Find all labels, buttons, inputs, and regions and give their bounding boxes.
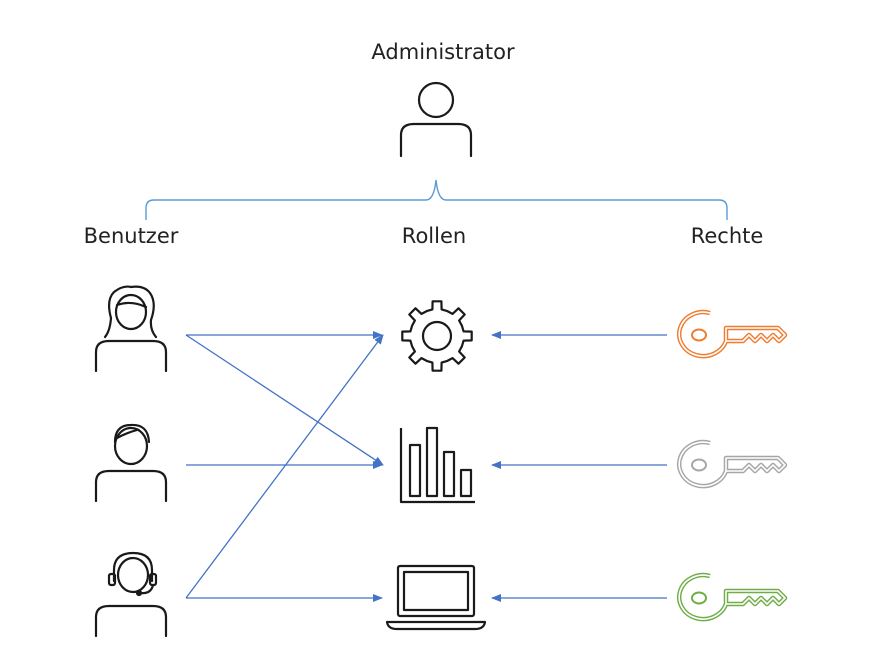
gear-icon	[401, 300, 473, 372]
laptop-icon	[385, 564, 487, 631]
bar-chart-icon	[399, 426, 475, 504]
benutzer-heading: Benutzer	[83, 224, 179, 248]
rollen-heading: Rollen	[401, 224, 467, 248]
key-icon-green	[676, 572, 788, 622]
connector-user1-chart	[185, 334, 384, 466]
headset-user-icon	[94, 551, 168, 638]
hierarchy-bracket	[145, 179, 728, 220]
administrator-user-icon	[399, 81, 473, 158]
rechte-heading: Rechte	[690, 224, 764, 248]
key-icon-gray	[676, 439, 788, 489]
connector-lines	[185, 331, 667, 602]
man-user-icon	[94, 423, 168, 503]
woman-user-icon	[94, 285, 168, 373]
key-icon-orange	[676, 309, 788, 359]
connector-user3-gear	[185, 334, 384, 599]
administrator-label: Administrator	[371, 40, 515, 64]
